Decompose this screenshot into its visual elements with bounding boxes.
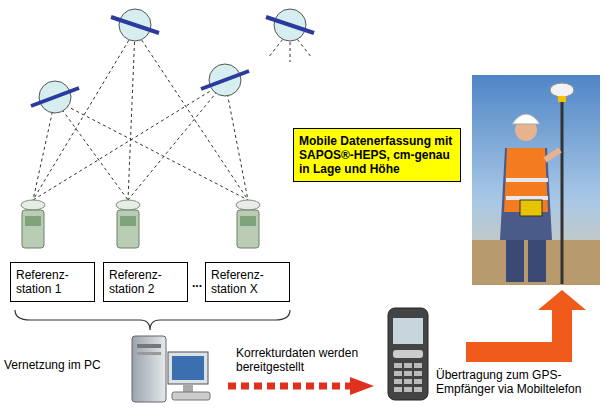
caption-text: Korrekturdaten werden bereitgestellt (236, 346, 376, 374)
caption-text: Übertragung zum GPS-Empfänger via Mobilt… (436, 368, 602, 396)
satellites (31, 9, 314, 113)
caption-text: Vernetzung im PC (4, 358, 129, 372)
box-text: Mobile Datenerfassung mit SAPOS®-HEPS, c… (299, 134, 455, 176)
brace (15, 310, 290, 330)
receivers (21, 200, 260, 248)
transfer-arrow (228, 377, 374, 395)
station-box: Referenz-station 1 (10, 262, 95, 302)
box-text: Referenz-station 2 (109, 268, 182, 296)
signal-lines (33, 30, 312, 200)
phone-icon (388, 308, 428, 400)
pc-icon (132, 336, 210, 402)
upload-arrow (466, 290, 586, 362)
surveyor-photo (472, 75, 600, 285)
station-box: Referenz-station X (205, 262, 290, 302)
station-box: Referenz-station 2 (103, 262, 188, 302)
note-box: Mobile Datenerfassung mit SAPOS®-HEPS, c… (293, 128, 461, 182)
box-text: Referenz-station X (211, 268, 284, 296)
ellipsis: ... (192, 276, 214, 290)
box-text: Referenz-station 1 (16, 268, 89, 296)
